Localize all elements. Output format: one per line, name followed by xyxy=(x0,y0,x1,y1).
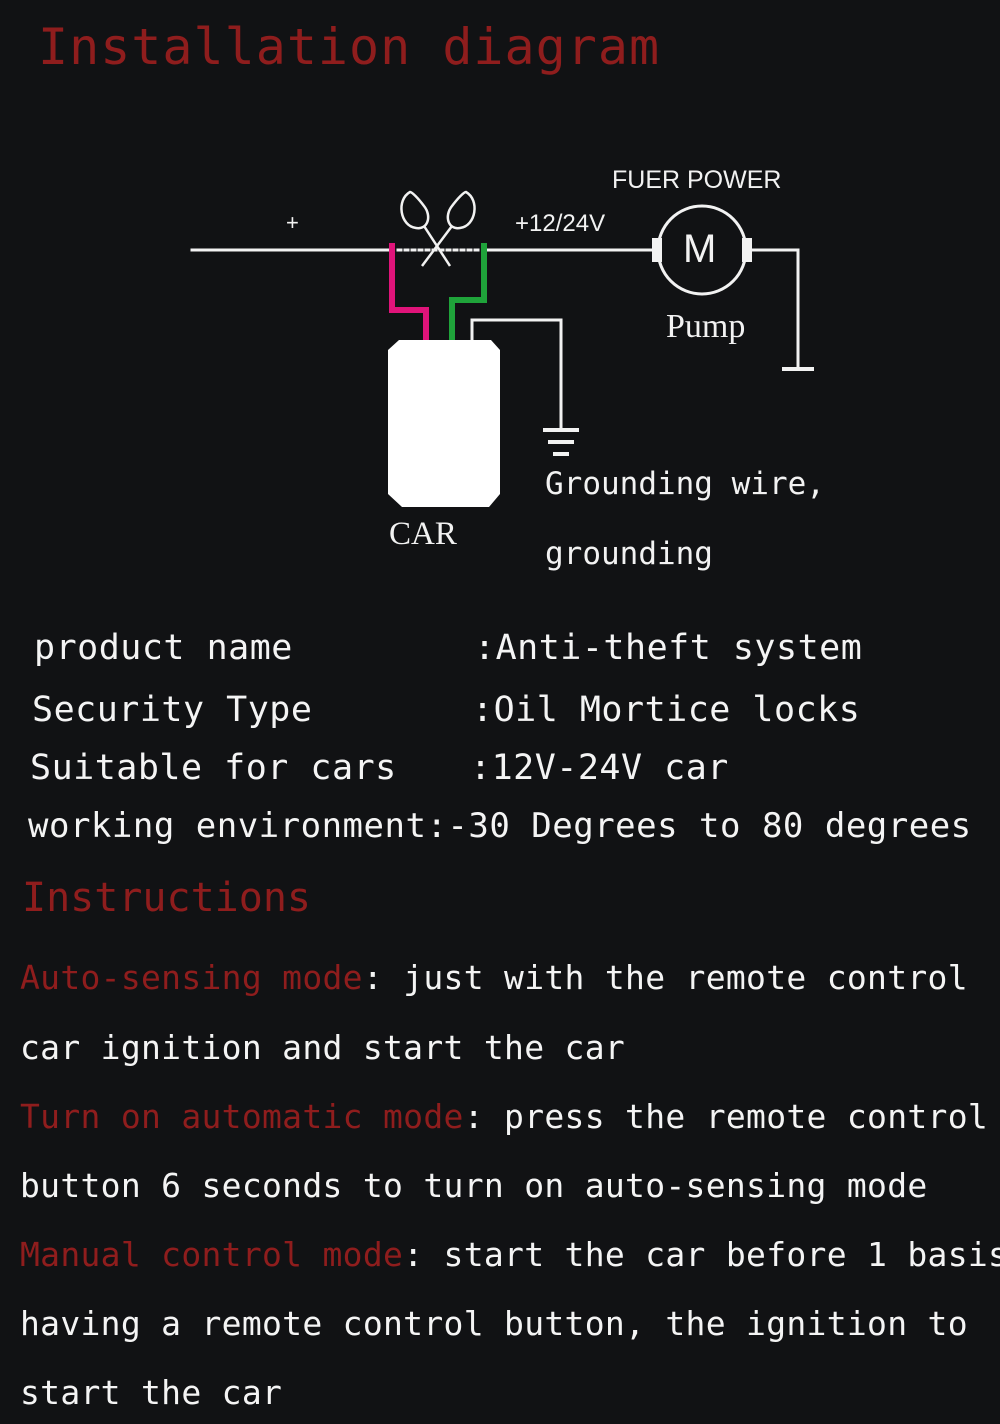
instruction-2-line2: button 6 seconds to turn on auto-sensing… xyxy=(20,1166,928,1205)
pink-wire xyxy=(389,243,429,343)
spec-label: product name xyxy=(34,628,293,668)
instruction-text: : just with the remote control xyxy=(362,958,968,997)
voltage-label: +12/24V xyxy=(515,210,606,237)
fuel-power-label: FUER POWER xyxy=(612,166,782,194)
instruction-3-line2: having a remote control button, the igni… xyxy=(20,1304,968,1343)
spec-label: Suitable for cars xyxy=(30,748,397,788)
instruction-3-line1: Manual control mode: start the car befor… xyxy=(20,1235,1000,1274)
instructions-title: Instructions xyxy=(22,875,311,921)
grounding-label-line1: Grounding wire, xyxy=(545,466,825,502)
motor-label: M xyxy=(683,227,717,271)
grounding-label-line2: grounding xyxy=(545,536,713,572)
car-label: CAR xyxy=(389,516,457,552)
instruction-2-line1: Turn on automatic mode: press the remote… xyxy=(20,1097,988,1136)
mode-name: Manual control mode xyxy=(20,1235,404,1274)
installation-diagram xyxy=(190,190,814,507)
spec-value: :Anti-theft system xyxy=(474,628,863,668)
instruction-text: : press the remote control xyxy=(463,1097,989,1136)
spec-value: :-30 Degrees to 80 degrees xyxy=(426,806,972,846)
device-ground-wire xyxy=(470,318,563,430)
motor-icon xyxy=(652,204,752,296)
plus-label: + xyxy=(286,210,299,235)
spec-label: working environment xyxy=(28,806,427,846)
spec-value: :Oil Mortice locks xyxy=(472,690,861,730)
spec-value: :12V-24V car xyxy=(470,748,729,788)
instruction-1-line2: car ignition and start the car xyxy=(20,1028,626,1067)
page-title: Installation diagram xyxy=(38,18,661,76)
ground-symbol xyxy=(543,428,579,456)
spec-row-working-environment: working environment:-30 Degrees to 80 de… xyxy=(28,806,972,846)
motor-ground-wire xyxy=(750,248,800,370)
instruction-3-line3: start the car xyxy=(20,1373,283,1412)
device-box xyxy=(388,340,500,507)
green-wire xyxy=(449,243,487,343)
instruction-1-line1: Auto-sensing mode: just with the remote … xyxy=(20,958,968,997)
pump-label: Pump xyxy=(666,308,746,345)
instruction-text: : start the car before 1 basis xyxy=(403,1235,1000,1274)
mode-name: Turn on automatic mode xyxy=(20,1097,464,1136)
scissors-icon xyxy=(400,190,476,267)
wiring xyxy=(190,243,814,456)
spec-label: Security Type xyxy=(32,690,313,730)
mode-name: Auto-sensing mode xyxy=(20,958,363,997)
